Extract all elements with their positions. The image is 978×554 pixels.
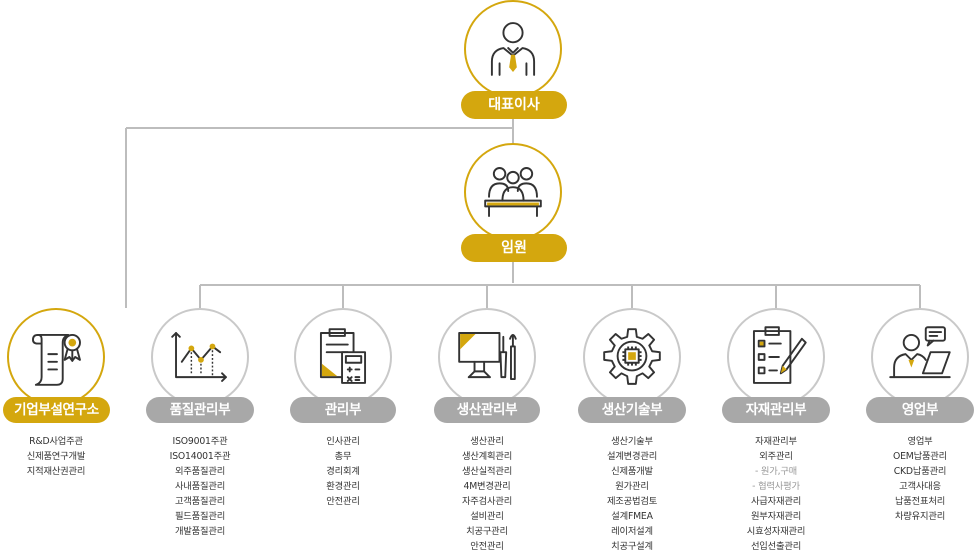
duty-item: 안전관리 <box>326 496 360 507</box>
executives-node <box>464 143 562 241</box>
duty-item: 설비관리 <box>470 511 504 522</box>
duty-item: 신제품연구개발 <box>26 451 86 462</box>
dept-quality-label: 품질관리부 <box>146 397 254 423</box>
executives-label: 임원 <box>461 234 567 262</box>
duty-item: 외주관리 <box>759 451 793 462</box>
dept-research-duties: R&D사업주관 신제품연구개발 지적재산권관리 <box>0 434 116 479</box>
ceo-node <box>464 0 562 98</box>
dept-sales-label: 영업부 <box>866 397 974 423</box>
dept-production-tech-label: 생산기술부 <box>578 397 686 423</box>
sales-person-laptop-icon <box>889 326 951 379</box>
duty-item: 자주검사관리 <box>461 496 513 507</box>
duty-item: 지적재산권관리 <box>26 466 86 477</box>
duty-item: 자재관리부 <box>755 436 797 447</box>
duty-item: 레이저설계 <box>611 526 653 537</box>
duty-item: 고객사대응 <box>899 481 941 492</box>
duty-item: 제조공법검토 <box>606 496 658 507</box>
duty-item: 필드품질관리 <box>174 511 226 522</box>
dept-admin-label: 관리부 <box>290 397 396 423</box>
ceo-person-icon <box>490 22 536 76</box>
duty-item: 인사관리 <box>326 436 360 447</box>
duty-item: 개발품질관리 <box>174 526 226 537</box>
duty-item: 4M변경관리 <box>463 481 511 492</box>
dept-research-label: 기업부설연구소 <box>3 397 110 423</box>
duty-item: CKD납품관리 <box>893 466 947 477</box>
duty-item: R&D사업주관 <box>29 436 83 447</box>
dept-production-tech-duties: 생산기술부 설계변경관리 신제품개발 원가관리 제조공법검토 설계FMEA 레이… <box>572 434 692 554</box>
duty-item: 치공구관리 <box>466 526 508 537</box>
duty-item: 치공구설계 <box>611 541 653 552</box>
duty-item: 생산실적관리 <box>461 466 513 477</box>
certificate-scroll-icon <box>32 333 81 386</box>
line-chart-icon <box>171 332 227 382</box>
duty-item: OEM납품관리 <box>892 451 948 462</box>
monitor-tools-icon <box>458 332 517 381</box>
duty-sub-item: - 원가,구매 <box>754 466 798 477</box>
dept-research-circle <box>7 308 105 406</box>
dept-sales-duties: 영업부 OEM납품관리 CKD납품관리 고객사대응 납품전표처리 차량유지관리 <box>860 434 978 524</box>
duty-item: 설계변경관리 <box>606 451 658 462</box>
dept-sales-circle <box>871 308 969 406</box>
duty-item: 생산계획관리 <box>461 451 513 462</box>
dept-quality-circle <box>151 308 249 406</box>
ceo-label: 대표이사 <box>461 91 567 119</box>
duty-item: 안전관리 <box>470 541 504 552</box>
dept-materials-label: 자재관리부 <box>722 397 830 423</box>
duty-item: 사급자재관리 <box>750 496 802 507</box>
dept-materials-duties: 자재관리부 외주관리 - 원가,구매 - 협력사평가 사급자재관리 원부자재관리… <box>716 434 836 554</box>
dept-production-mgmt-label: 생산관리부 <box>434 397 540 423</box>
dept-materials-circle <box>727 308 825 406</box>
duty-item: 경리회계 <box>326 466 360 477</box>
duty-item: ISO14001주관 <box>169 451 231 462</box>
gear-chip-icon <box>603 328 661 385</box>
duty-item: 환경관리 <box>326 481 360 492</box>
duty-item: 선입선출관리 <box>750 541 802 552</box>
checklist-pen-icon <box>752 326 807 384</box>
duty-item: 신제품개발 <box>611 466 653 477</box>
dept-admin-circle <box>294 308 392 406</box>
duty-item: 사내품질관리 <box>174 481 226 492</box>
duty-item: 고객품질관리 <box>174 496 226 507</box>
duty-sub-item: - 협력사평가 <box>752 481 800 492</box>
duty-item: 외주품질관리 <box>174 466 226 477</box>
dept-production-mgmt-duties: 생산관리 생산계획관리 생산실적관리 4M변경관리 자주검사관리 설비관리 치공… <box>427 434 547 554</box>
duty-item: 원가관리 <box>615 481 649 492</box>
duty-item: 총무 <box>334 451 352 462</box>
duty-item: 생산기술부 <box>611 436 653 447</box>
clipboard-calculator-icon <box>319 328 367 384</box>
dept-production-tech-circle <box>583 308 681 406</box>
duty-item: 영업부 <box>907 436 933 447</box>
dept-admin-duties: 인사관리 총무 경리회계 환경관리 안전관리 <box>283 434 403 509</box>
duty-item: 납품전표처리 <box>894 496 946 507</box>
duty-item: 원부자재관리 <box>750 511 802 522</box>
dept-production-mgmt-circle <box>438 308 536 406</box>
duty-item: 생산관리 <box>470 436 504 447</box>
duty-item: ISO9001주관 <box>172 436 228 447</box>
duty-item: 차량유지관리 <box>894 511 946 522</box>
executives-meeting-icon <box>484 167 542 217</box>
dept-quality-duties: ISO9001주관 ISO14001주관 외주품질관리 사내품질관리 고객품질관… <box>140 434 260 539</box>
duty-item: 시효성자재관리 <box>746 526 806 537</box>
duty-item: 설계FMEA <box>611 511 653 522</box>
